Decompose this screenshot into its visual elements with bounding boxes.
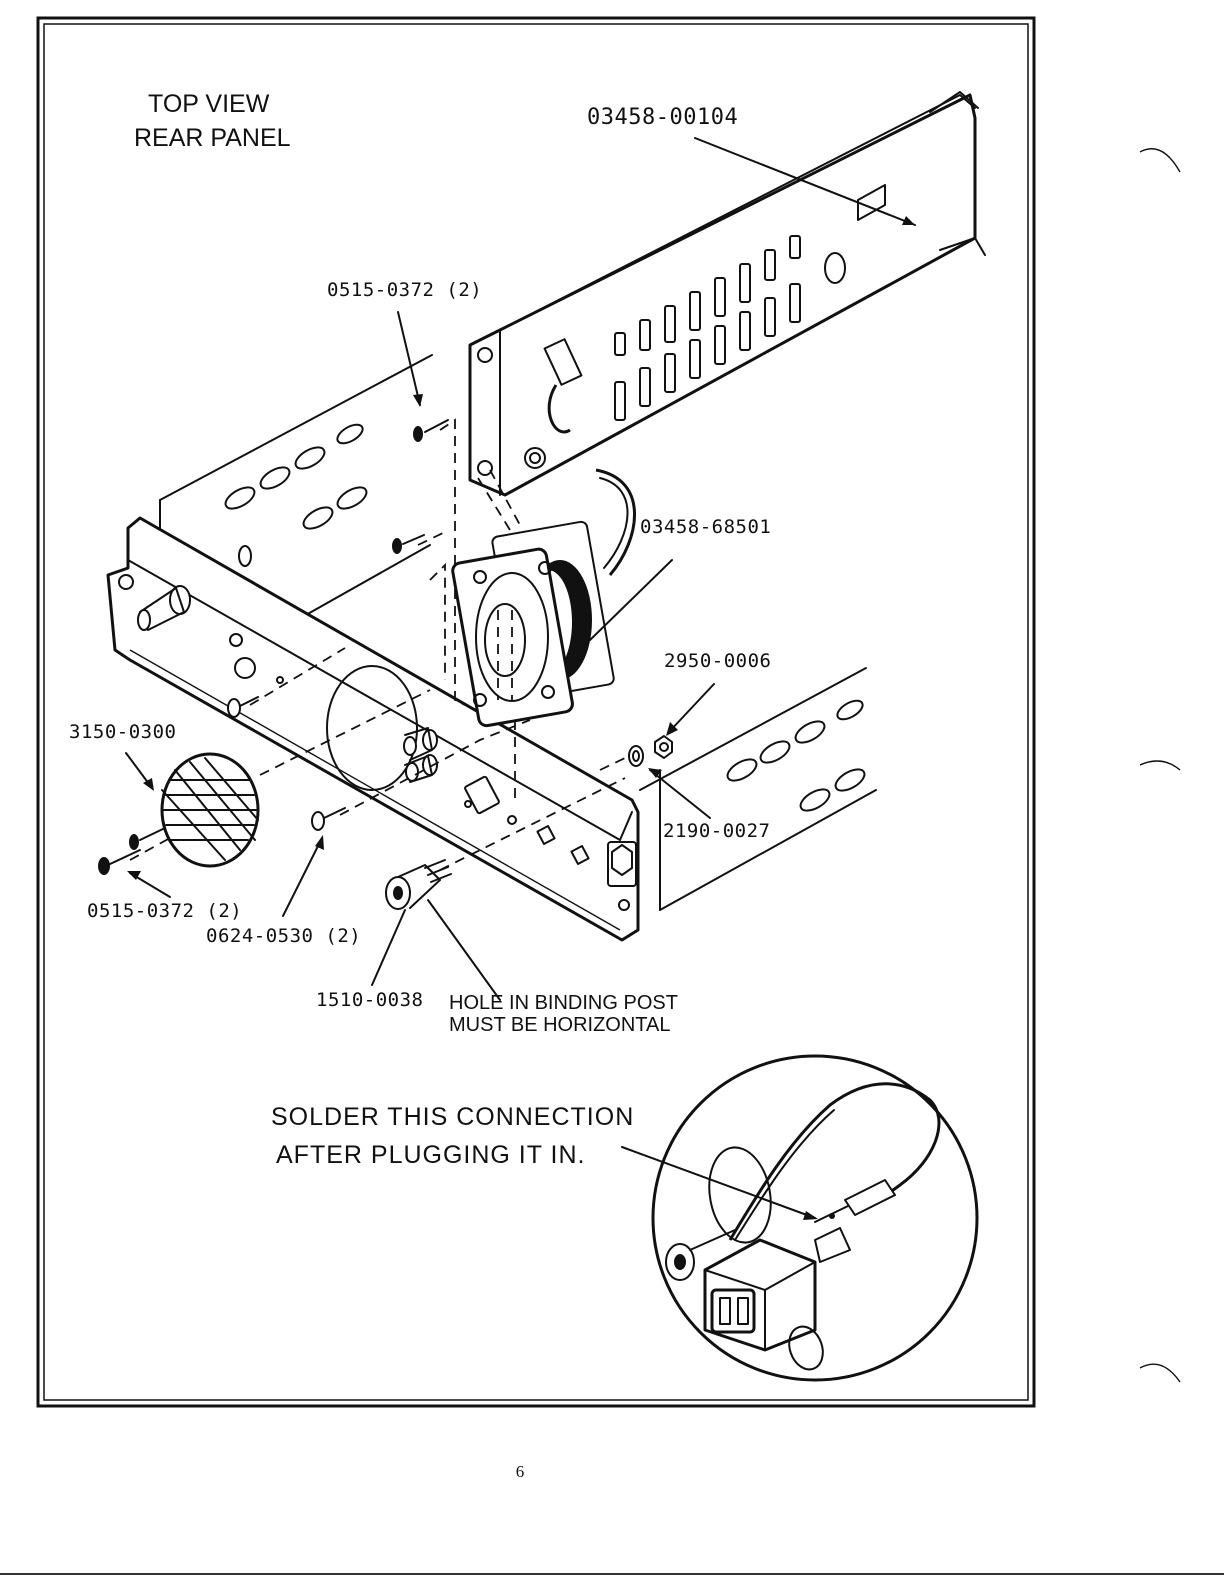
screw-mid (312, 808, 345, 830)
label-cable-part: 03458-68501 (640, 516, 771, 538)
margin-marks (1140, 149, 1180, 1382)
speaker-assembly (451, 470, 634, 727)
rear-panel (470, 92, 985, 495)
label-knob-part: 3150-0300 (69, 721, 176, 743)
label-screw-bottom: 0515-0372 (2) (87, 900, 242, 922)
solder-note-line-1: SOLDER THIS CONNECTION (271, 1103, 634, 1131)
bottom-rule (0, 1573, 1224, 1575)
label-washer-part: 2190-0027 (663, 820, 770, 842)
label-screw-mid: 0624-0530 (2) (206, 925, 361, 947)
label-binding-post-part: 1510-0038 (316, 989, 423, 1011)
knob-screws (98, 828, 165, 875)
label-binding-post-note-1: HOLE IN BINDING POST (449, 992, 678, 1014)
page-number: 6 (0, 1462, 1040, 1482)
label-binding-post-note-2: MUST BE HORIZONTAL (449, 1014, 671, 1036)
title-line-2: REAR PANEL (134, 124, 291, 152)
knob (162, 754, 258, 866)
label-nut-part: 2950-0006 (664, 650, 771, 672)
label-screw-top: 0515-0372 (2) (327, 279, 482, 301)
label-rear-panel-part: 03458-00104 (587, 105, 738, 130)
solder-note-line-2: AFTER PLUGGING IT IN. (276, 1141, 585, 1169)
solder-detail-inset (622, 1056, 977, 1380)
screw-top-1 (413, 420, 448, 442)
title-line-1: TOP VIEW (148, 90, 270, 118)
nut-and-washer (629, 736, 672, 766)
binding-post (386, 860, 451, 909)
right-side-rail (640, 668, 876, 910)
